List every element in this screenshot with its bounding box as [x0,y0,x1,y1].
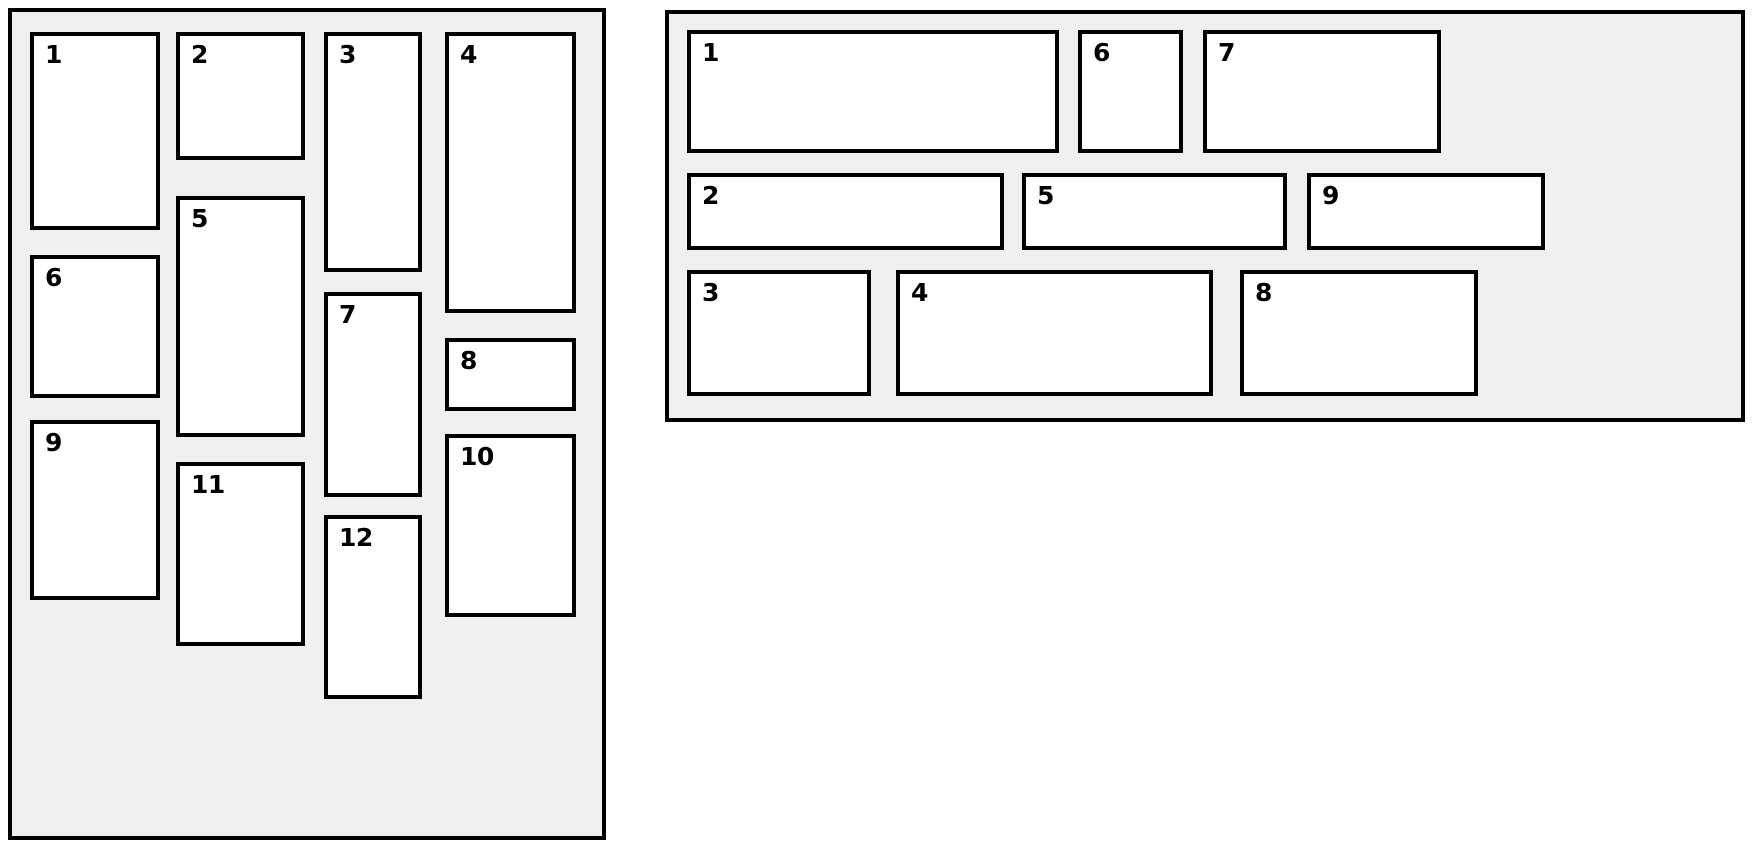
box-number-label: 7 [1218,38,1235,67]
layout-box[interactable]: 9 [30,420,160,600]
layout-box[interactable]: 9 [1307,173,1545,250]
layout-box[interactable]: 10 [445,434,576,617]
box-number-label: 1 [702,38,719,67]
box-number-label: 12 [339,523,373,552]
box-number-label: 4 [911,278,928,307]
box-number-label: 1 [45,40,62,69]
box-number-label: 8 [1255,278,1272,307]
box-number-label: 3 [339,40,356,69]
box-number-label: 7 [339,300,356,329]
box-number-label: 2 [191,40,208,69]
layout-box[interactable]: 7 [324,292,422,497]
layout-box[interactable]: 5 [1022,173,1287,250]
box-number-label: 2 [702,181,719,210]
layout-box[interactable]: 1 [687,30,1059,153]
box-number-label: 4 [460,40,477,69]
box-number-label: 6 [1093,38,1110,67]
layout-box[interactable]: 6 [30,255,160,398]
layout-box[interactable]: 3 [324,32,422,272]
layout-box[interactable]: 4 [896,270,1213,396]
box-number-label: 11 [191,470,225,499]
layout-box[interactable]: 6 [1078,30,1183,153]
box-number-label: 3 [702,278,719,307]
layout-box[interactable]: 4 [445,32,576,313]
box-number-label: 6 [45,263,62,292]
layout-box[interactable]: 5 [176,196,305,437]
layout-box[interactable]: 2 [687,173,1004,250]
box-number-label: 8 [460,346,477,375]
layout-box[interactable]: 2 [176,32,305,160]
layout-box[interactable]: 12 [324,515,422,699]
layout-box[interactable]: 1 [30,32,160,230]
layout-box[interactable]: 8 [1240,270,1478,396]
layout-box[interactable]: 11 [176,462,305,646]
box-number-label: 5 [191,204,208,233]
box-number-label: 9 [1322,181,1339,210]
layout-box[interactable]: 8 [445,338,576,411]
layout-box[interactable]: 3 [687,270,871,396]
layout-box[interactable]: 7 [1203,30,1441,153]
box-number-label: 9 [45,428,62,457]
right-panel: 1 6 7 2 5 9 3 4 8 [665,10,1745,422]
box-number-label: 10 [460,442,494,471]
box-number-label: 5 [1037,181,1054,210]
